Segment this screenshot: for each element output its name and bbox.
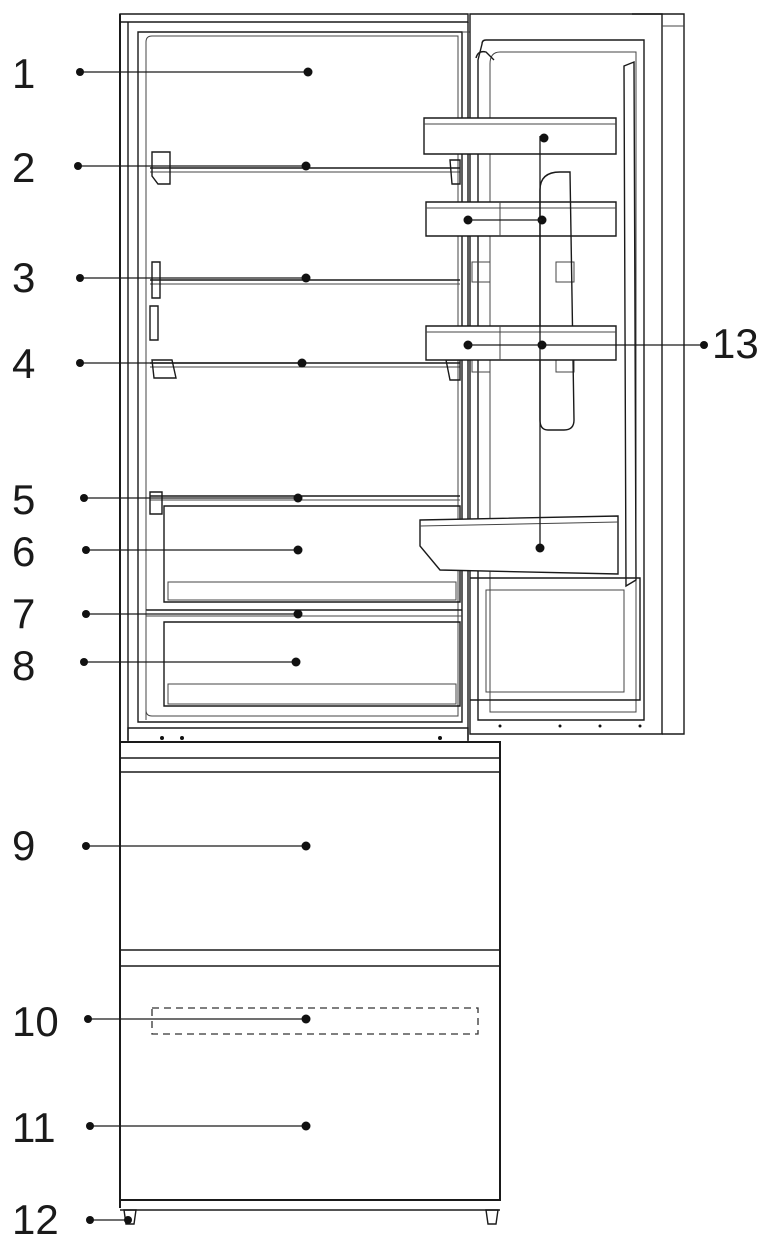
callout-3: 3 <box>12 254 311 301</box>
callout-number: 2 <box>12 144 35 191</box>
callout-9: 9 <box>12 822 311 869</box>
callout-8: 8 <box>12 642 301 689</box>
fridge-door <box>469 13 685 735</box>
callout-11: 11 <box>12 1104 311 1151</box>
crisper-drawers <box>145 505 462 720</box>
callout-number: 12 <box>12 1196 59 1239</box>
callout-number: 9 <box>12 822 35 869</box>
glass-shelves <box>149 151 461 515</box>
callout-12: 12 <box>12 1196 132 1239</box>
callout-number: 3 <box>12 254 35 301</box>
callout-7: 7 <box>12 590 303 637</box>
callout-number: 5 <box>12 476 35 523</box>
callout-number: 6 <box>12 528 35 575</box>
door-balconies <box>419 117 619 575</box>
callout-number: 10 <box>12 998 59 1045</box>
callout-number: 11 <box>12 1104 56 1151</box>
callout-5: 5 <box>12 476 303 523</box>
callout-1: 1 <box>12 50 313 97</box>
freezer-section <box>120 727 501 1225</box>
callout-13: 13 <box>463 133 759 553</box>
callout-labels: 1 2 3 4 5 <box>12 50 759 1239</box>
callout-2: 2 <box>12 144 311 191</box>
callout-number: 13 <box>712 320 759 367</box>
callout-6: 6 <box>12 528 303 575</box>
callout-number: 8 <box>12 642 35 689</box>
callout-number: 7 <box>12 590 35 637</box>
callout-number: 1 <box>12 50 35 97</box>
callout-10: 10 <box>12 998 311 1045</box>
callout-4: 4 <box>12 340 307 387</box>
callout-number: 4 <box>12 340 35 387</box>
